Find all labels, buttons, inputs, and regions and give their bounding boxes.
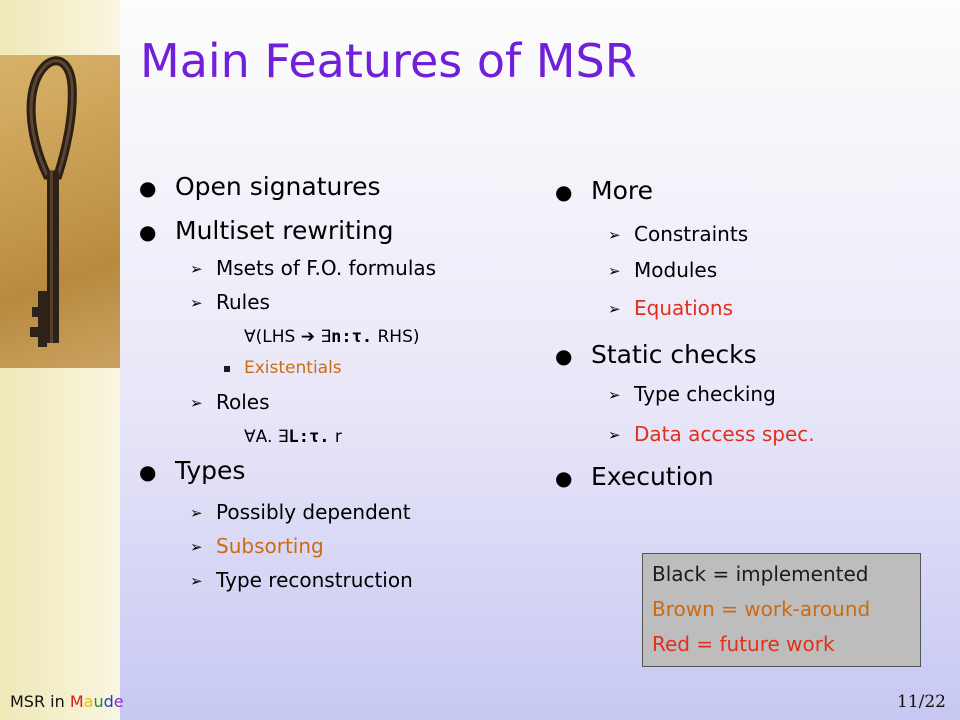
round-bullet-icon: ●	[139, 220, 157, 244]
item-open-signatures: Open signatures	[175, 172, 381, 201]
antique-key-image	[0, 55, 120, 368]
footer-prefix: MSR in	[10, 692, 70, 711]
item-modules: Modules	[634, 258, 718, 282]
key-icon	[26, 56, 77, 347]
roles-formula: ∀A. ∃L:τ. r	[244, 427, 342, 447]
arrowhead-bullet-icon: ➢	[190, 572, 203, 590]
round-bullet-icon: ●	[555, 180, 573, 204]
item-types: Types	[175, 456, 246, 485]
round-bullet-icon: ●	[139, 460, 157, 484]
arrowhead-bullet-icon: ➢	[190, 394, 203, 412]
maude-letter: a	[83, 692, 94, 711]
arrowhead-bullet-icon: ➢	[608, 262, 621, 280]
item-roles: Roles	[216, 390, 270, 414]
maude-letter: u	[93, 692, 104, 711]
maude-letter: d	[103, 692, 114, 711]
rule-formula: ∀(LHS ➔ ∃n:τ. RHS)	[244, 327, 420, 347]
rule-formula-post: RHS)	[377, 327, 420, 347]
item-execution: Execution	[591, 462, 714, 491]
rule-formula-var: n:τ.	[331, 327, 373, 347]
item-type-checking: Type checking	[634, 382, 776, 406]
item-constraints: Constraints	[634, 222, 749, 246]
item-static-checks: Static checks	[591, 340, 757, 369]
roles-formula-pre: ∀A. ∃	[244, 427, 289, 447]
roles-formula-post: r	[334, 427, 342, 447]
arrowhead-bullet-icon: ➢	[608, 386, 621, 404]
arrowhead-bullet-icon: ➢	[608, 426, 621, 444]
maude-letter: M	[69, 692, 84, 711]
square-bullet-icon	[224, 366, 230, 372]
item-msets: Msets of F.O. formulas	[216, 256, 437, 280]
item-subsorting: Subsorting	[216, 534, 324, 558]
maude-letter: e	[113, 692, 124, 711]
arrowhead-bullet-icon: ➢	[608, 300, 621, 318]
legend-black: Black = implemented	[652, 562, 869, 586]
round-bullet-icon: ●	[555, 344, 573, 368]
item-multiset-rewriting: Multiset rewriting	[175, 216, 394, 245]
item-data-access: Data access spec.	[634, 422, 815, 446]
legend-brown: Brown = work-around	[652, 597, 871, 621]
roles-formula-var: L:τ.	[288, 427, 330, 447]
footer-maude: Maude	[70, 692, 124, 711]
legend-red: Red = future work	[652, 632, 835, 656]
color-legend: Black = implemented Brown = work-around …	[642, 553, 921, 667]
arrowhead-bullet-icon: ➢	[190, 294, 203, 312]
arrowhead-bullet-icon: ➢	[190, 538, 203, 556]
item-equations: Equations	[634, 296, 733, 320]
item-more: More	[591, 176, 653, 205]
rule-formula-pre: ∀(LHS	[244, 327, 296, 347]
item-existentials: Existentials	[244, 358, 342, 378]
footer-title: MSR in Maude	[10, 692, 124, 711]
page-title: Main Features of MSR	[140, 34, 637, 88]
arrowhead-bullet-icon: ➢	[608, 226, 621, 244]
arrowhead-bullet-icon: ➢	[190, 260, 203, 278]
item-rules: Rules	[216, 290, 270, 314]
rule-formula-exists: ∃	[320, 327, 332, 347]
arrowhead-bullet-icon: ➢	[190, 504, 203, 522]
item-possibly-dependent: Possibly dependent	[216, 500, 411, 524]
item-type-reconstruction: Type reconstruction	[216, 568, 413, 592]
implies-arrow-icon: ➔	[300, 327, 315, 347]
round-bullet-icon: ●	[139, 176, 157, 200]
round-bullet-icon: ●	[555, 466, 573, 490]
page-number: 11/22	[897, 692, 946, 712]
